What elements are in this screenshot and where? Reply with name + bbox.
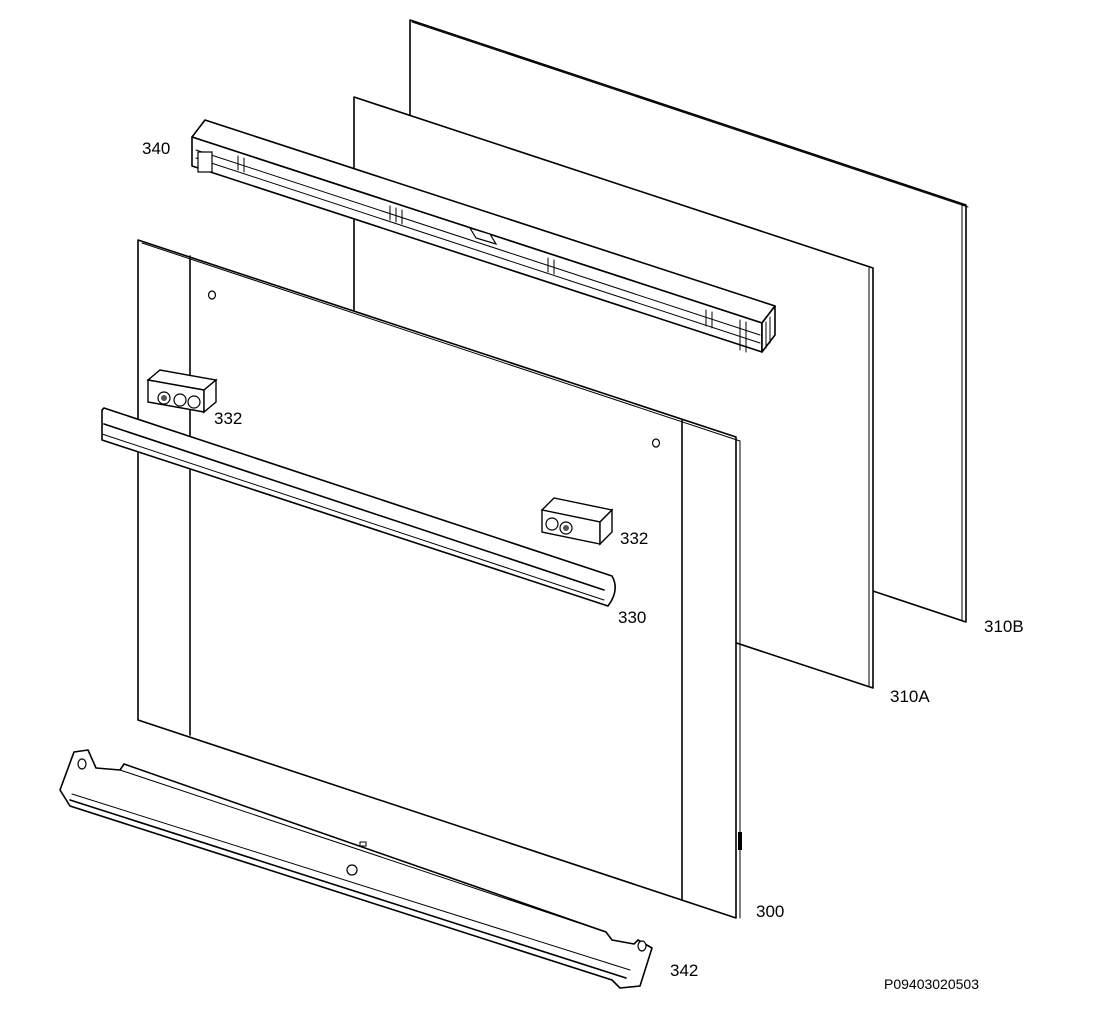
door-handle [101, 407, 616, 607]
label-hinge-right: 332 [620, 529, 648, 548]
top-profile [191, 119, 776, 353]
screw-hole-icon [346, 864, 358, 876]
label-glass-middle: 310A [890, 687, 930, 706]
label-top-profile: 340 [142, 139, 170, 158]
screw-hole-icon [651, 438, 661, 448]
label-bottom-profile: 342 [670, 961, 698, 980]
reference-code: P09403020503 [884, 976, 979, 992]
screw-hole-icon [207, 290, 217, 300]
label-outer-glass: 300 [756, 902, 784, 921]
screw-hole-icon [637, 940, 647, 952]
label-handle: 330 [618, 608, 646, 627]
hinge-block-left [146, 369, 218, 414]
bottom-profile [59, 749, 653, 989]
label-glass-rear: 310B [984, 617, 1024, 636]
outer-glass-panel [137, 239, 742, 919]
screw-hole-icon [77, 758, 87, 770]
hinge-block-right [540, 497, 614, 546]
label-hinge-left: 332 [214, 409, 242, 428]
